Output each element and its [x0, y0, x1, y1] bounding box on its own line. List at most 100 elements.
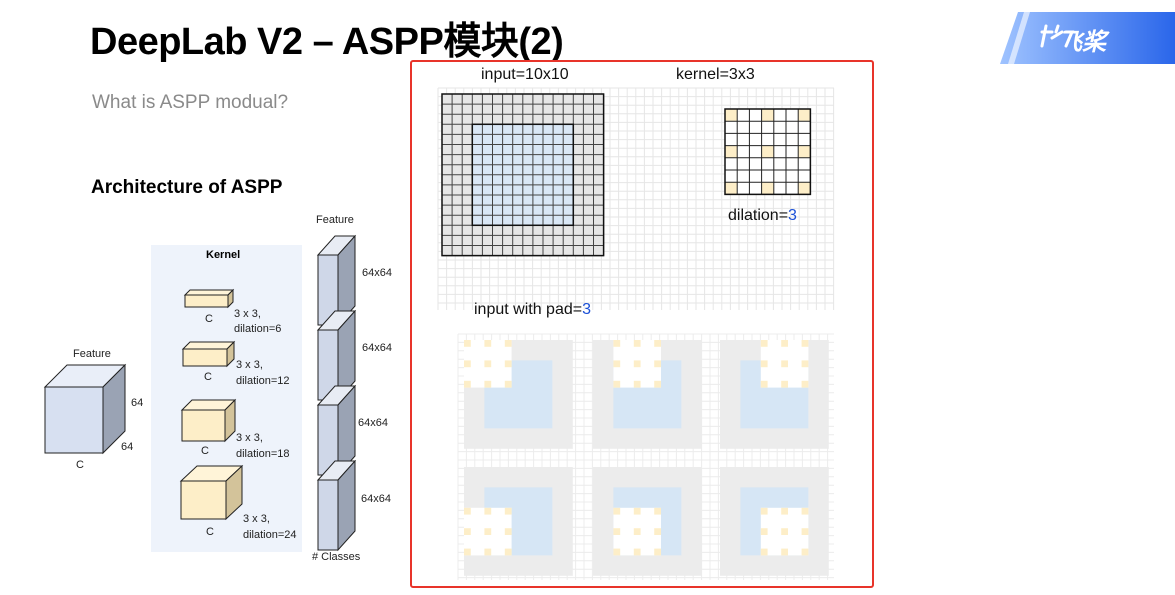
dilation-label: dilation=3	[728, 207, 797, 224]
example-kernel-tap	[654, 548, 661, 556]
example-kernel-tap	[504, 340, 512, 347]
padded-input-border	[441, 93, 605, 257]
example-kernel-tap	[504, 360, 512, 368]
kernel-3-dilation: dilation=18	[236, 448, 290, 460]
input-feature-cube	[43, 363, 127, 455]
example-kernel-tap	[781, 548, 788, 556]
example-kernel-tap	[633, 340, 641, 347]
example-kernel-tap	[464, 380, 471, 388]
example-kernel-tap	[654, 507, 661, 515]
dilated-kernel-border	[724, 108, 812, 196]
example-kernel-tap	[504, 507, 512, 515]
output-slab-4	[316, 459, 357, 552]
example-kernel-tap	[613, 360, 621, 368]
example-kernel-tap	[633, 380, 641, 388]
input-feature-label: Feature	[73, 348, 111, 360]
output-3-size: 64x64	[358, 417, 388, 429]
kernel-cube-1	[183, 288, 235, 309]
example-kernel-tap	[613, 528, 621, 535]
example-kernel-tap	[464, 507, 471, 515]
kernel-1-size: 3 x 3,	[234, 308, 261, 320]
example-kernel-tap	[801, 548, 809, 556]
padded-input-grid	[441, 93, 605, 257]
kernel-3-channel: C	[201, 445, 209, 457]
kernel-tap	[725, 182, 738, 195]
kernel-size-label: kernel=3x3	[676, 66, 755, 83]
output-4-size: 64x64	[361, 493, 391, 505]
input-border	[471, 123, 575, 227]
example-kernel-tap	[801, 528, 809, 535]
kernel-cube-4	[179, 464, 244, 521]
aspp-architecture-diagram	[43, 234, 357, 552]
output-classes-label: # Classes	[312, 551, 361, 563]
kernel-2-size: 3 x 3,	[236, 359, 263, 371]
output-2-size: 64x64	[362, 342, 392, 354]
example-kernel-tap	[760, 548, 768, 556]
pad-label: input with pad=3	[474, 301, 591, 318]
output-slab-2	[316, 309, 357, 402]
example-kernel-tap	[464, 548, 471, 556]
architecture-heading: Architecture of ASPP	[91, 177, 283, 198]
example-kernel-tap	[781, 360, 788, 368]
output-1-size: 64x64	[362, 267, 392, 279]
example-kernel-tap	[654, 380, 661, 388]
example-kernel-tap	[760, 360, 768, 368]
kernel-1-channel: C	[205, 313, 213, 325]
example-kernel-tap	[484, 528, 492, 535]
example-kernel-tap	[781, 380, 788, 388]
output-slab-3	[316, 384, 357, 477]
input-channel-label: C	[76, 459, 84, 471]
example-kernel-tap	[484, 340, 492, 347]
example-kernel-tap	[801, 380, 809, 388]
paddle-logo	[1000, 12, 1175, 64]
kernel-tap	[761, 109, 774, 122]
kernel-4-channel: C	[206, 526, 214, 538]
kernel-tap	[725, 109, 738, 122]
kernel-cube-2	[181, 340, 236, 368]
example-kernel-tap	[781, 507, 788, 515]
example-kernel-tap	[781, 528, 788, 535]
example-kernel-tap	[801, 360, 809, 368]
example-kernel-tap	[760, 380, 768, 388]
dilation-value: 3	[788, 207, 797, 224]
output-slab-1	[316, 234, 357, 327]
kernel-2-dilation: dilation=12	[236, 375, 290, 387]
kernel-cube-3	[180, 398, 237, 443]
kernel-4-dilation: dilation=24	[243, 529, 297, 541]
example-kernel-tap	[760, 507, 768, 515]
example-kernel-tap	[760, 340, 768, 347]
kernel-panel-title: Kernel	[206, 249, 241, 261]
example-kernel-tap	[633, 360, 641, 368]
kernel-tap	[761, 182, 774, 195]
example-kernel-tap	[760, 528, 768, 535]
example-kernel-tap	[613, 548, 621, 556]
example-kernel-tap	[504, 380, 512, 388]
example-kernel-tap	[484, 507, 492, 515]
example-kernel-tap	[801, 507, 809, 515]
kernel-tap	[798, 109, 811, 122]
example-kernel-tap	[633, 548, 641, 556]
output-feature-label: Feature	[316, 214, 354, 226]
input-width-label: 64	[121, 441, 134, 453]
example-kernel-tap	[654, 528, 661, 535]
page-title: DeepLab V2 – ASPP模块(2)	[90, 21, 564, 63]
example-kernel-tap	[464, 340, 471, 347]
example-kernel-tap	[464, 360, 471, 368]
kernel-1-dilation: dilation=6	[234, 323, 282, 335]
kernel-tap	[798, 145, 811, 158]
example-kernel-tap	[613, 380, 621, 388]
kernel-2-channel: C	[204, 371, 212, 383]
example-kernel-tap	[633, 528, 641, 535]
pad-value: 3	[582, 301, 591, 318]
logo-wordmark: 飞桨	[1058, 29, 1106, 56]
input-size-label: input=10x10	[481, 66, 569, 83]
example-kernel-tap	[781, 340, 788, 347]
example-kernel-tap	[484, 360, 492, 368]
example-kernel-tap	[801, 340, 809, 347]
example-kernel-tap	[504, 528, 512, 535]
example-kernel-tap	[504, 548, 512, 556]
input-height-label: 64	[131, 397, 144, 409]
example-kernel-tap	[484, 548, 492, 556]
example-kernel-tap	[484, 380, 492, 388]
